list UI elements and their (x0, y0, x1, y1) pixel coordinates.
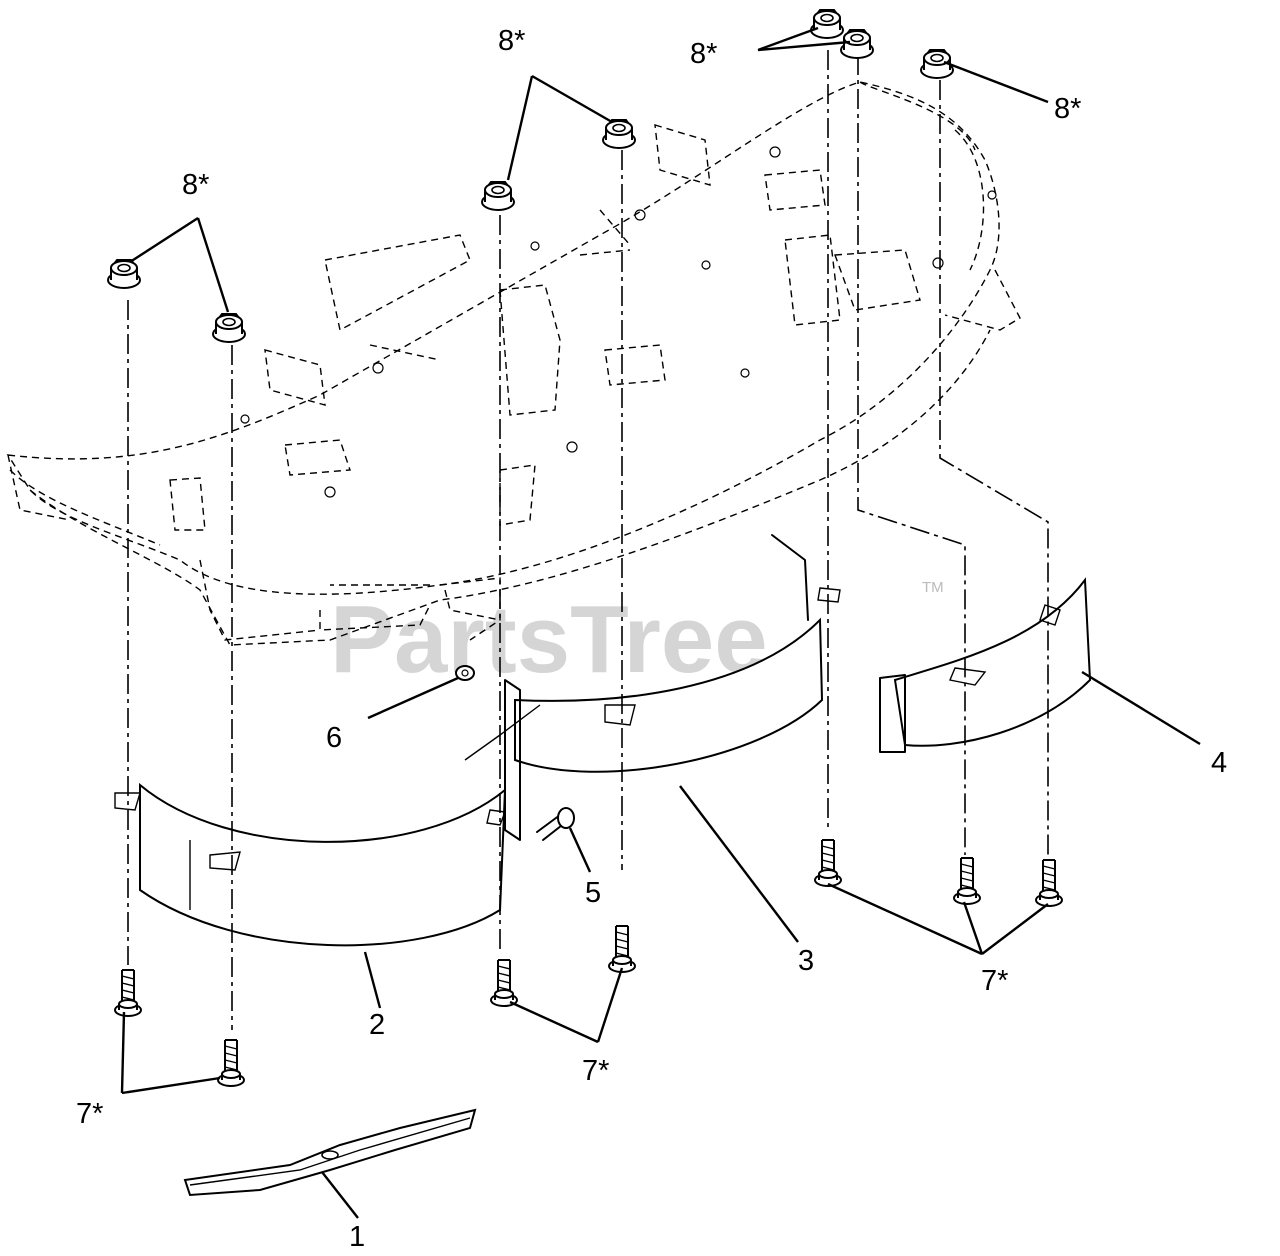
leader-lines (120, 26, 1201, 1219)
hex-flange-nut-6 (840, 29, 874, 59)
callout-2: 2 (369, 1009, 385, 1041)
part-4-shield (879, 577, 1092, 753)
callout-3: 3 (798, 945, 814, 977)
watermark-text: PartsTree (330, 586, 768, 693)
flange-bolt-5 (814, 839, 842, 887)
callout-labels: 1 2 3 4 5 6 7* 7* 7* 8* 8* 8* 8* (76, 25, 1227, 1253)
callout-5: 5 (585, 877, 601, 909)
flange-bolt-4 (608, 925, 636, 973)
callout-8-center: 8* (498, 25, 525, 57)
hex-flange-nut-3 (481, 181, 515, 211)
hex-flange-nut-2 (212, 313, 246, 343)
hex-flange-nut-4 (602, 119, 636, 149)
flange-bolt-6 (953, 857, 981, 905)
mower-deck (6, 81, 1021, 646)
hex-flange-nut-1 (107, 259, 141, 289)
callout-7-right: 7* (981, 965, 1008, 997)
center-lines (127, 50, 1049, 1030)
callout-6: 6 (326, 722, 342, 754)
callout-4: 4 (1211, 747, 1227, 779)
part-5-bolt (536, 807, 575, 841)
flange-bolt-7 (1035, 859, 1063, 907)
flange-bolt-1 (114, 969, 142, 1017)
callout-1: 1 (349, 1221, 365, 1253)
part-1-blade (183, 1108, 477, 1197)
callout-7-center: 7* (582, 1055, 609, 1087)
part-2-shield (114, 782, 507, 947)
part-6-nut (455, 665, 475, 681)
flange-bolt-2 (217, 1039, 245, 1087)
watermark-trademark: TM (922, 579, 944, 596)
callout-8-far-right: 8* (1054, 93, 1081, 125)
callout-8-left: 8* (182, 169, 209, 201)
flange-bolt-3 (490, 959, 518, 1007)
callout-8-upper-right: 8* (690, 38, 717, 70)
hex-flange-nut-5 (810, 9, 844, 39)
callout-7-left: 7* (76, 1098, 103, 1130)
